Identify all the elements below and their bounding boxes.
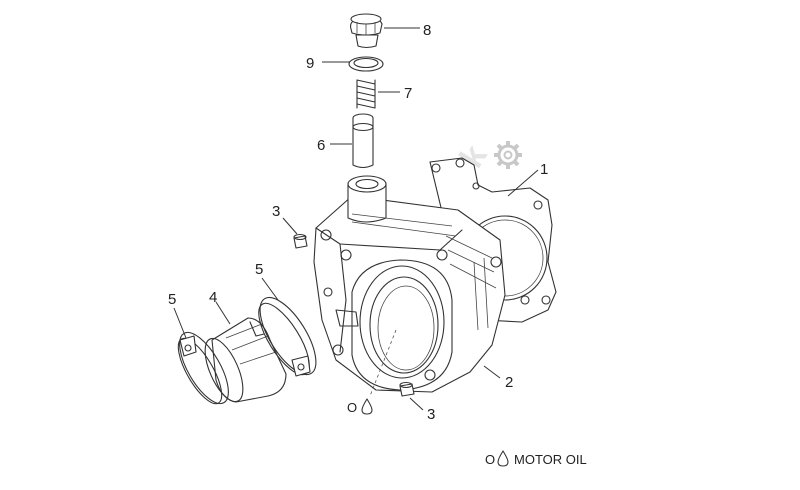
part-7-spring	[356, 79, 376, 109]
part-3-dowel-pin-upper	[293, 233, 308, 249]
part-8-oil-cap	[349, 13, 383, 49]
legend-oil-drop-icon	[497, 450, 509, 467]
callout-2: 2	[505, 374, 513, 391]
oil-drop-icon	[361, 398, 373, 415]
legend-circle: O	[485, 452, 495, 467]
oil-marker-circle: O	[347, 400, 357, 415]
callouts: 1 2 3 3 4 5 5 6 7 8 9	[168, 22, 548, 423]
callout-3-upper: 3	[272, 203, 280, 220]
part-6-tube	[352, 113, 374, 169]
part-3-dowel-pin-lower	[399, 381, 415, 397]
callout-9: 9	[306, 55, 314, 72]
callout-5-right: 5	[255, 261, 263, 278]
callout-3-lower: 3	[427, 406, 435, 423]
oil-marker: O	[347, 398, 373, 415]
gear-icon	[494, 141, 522, 169]
leader-lines	[173, 27, 539, 411]
callout-4: 4	[209, 289, 217, 306]
legend: O MOTOR OIL	[485, 450, 587, 467]
callout-8: 8	[423, 22, 431, 39]
callout-7: 7	[404, 85, 412, 102]
callout-6: 6	[317, 137, 325, 154]
part-9-o-ring	[348, 56, 384, 72]
part-5-clamp-right	[258, 296, 317, 377]
callout-1: 1	[540, 161, 548, 178]
part-4-intake-manifold	[204, 317, 287, 403]
callout-5-left: 5	[168, 291, 176, 308]
legend-label: MOTOR OIL	[514, 452, 587, 467]
part-2-cylinder	[313, 175, 506, 397]
